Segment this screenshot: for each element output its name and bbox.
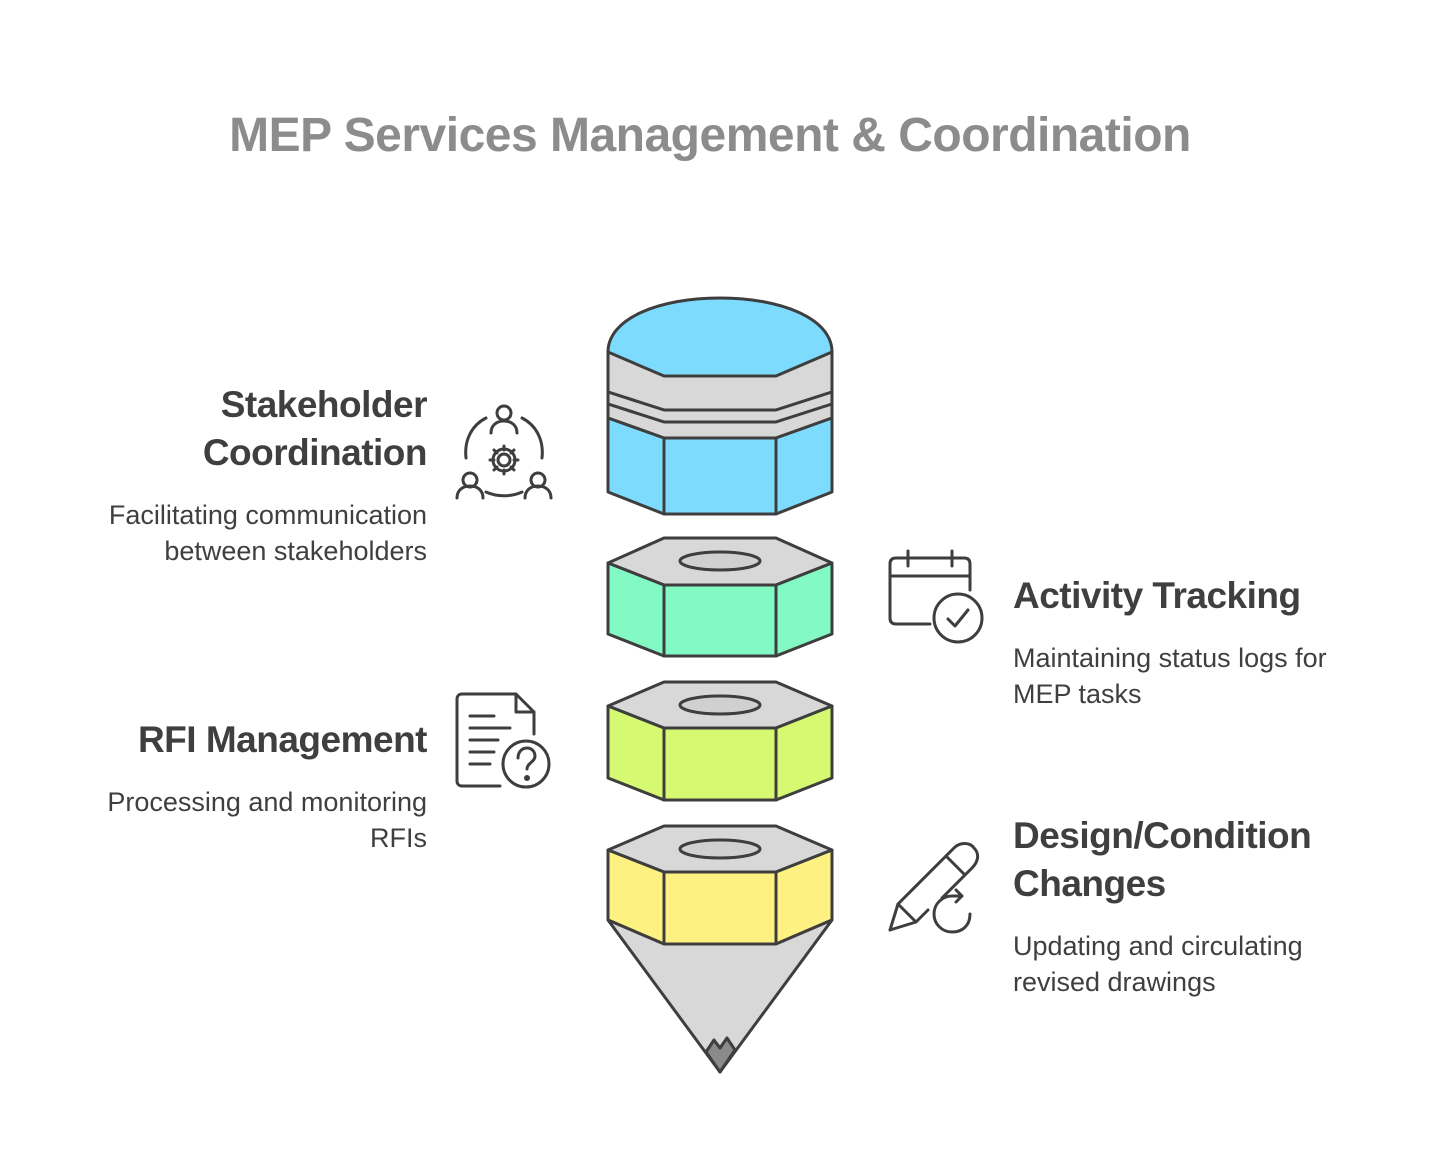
- desc-stakeholder-coordination: Facilitating communication between stake…: [109, 497, 427, 569]
- heading-design-condition-changes: Design/Condition Changes: [1013, 812, 1312, 908]
- label-activity-tracking: Activity Tracking Maintaining status log…: [1013, 572, 1327, 712]
- desc-line: Updating and circulating: [1013, 931, 1303, 961]
- label-stakeholder-coordination: Stakeholder Coordination Facilitating co…: [109, 381, 428, 569]
- desc-line: Processing and monitoring: [107, 787, 427, 817]
- tip-lead: [704, 1036, 737, 1074]
- desc-line: MEP tasks: [1013, 679, 1142, 709]
- page-title: MEP Services Management & Coordination: [229, 109, 1191, 162]
- calendar-check-icon: [888, 549, 984, 644]
- desc-rfi-management: Processing and monitoring RFIs: [107, 784, 427, 856]
- desc-line: between stakeholders: [164, 536, 427, 566]
- heading-line: Changes: [1013, 863, 1166, 904]
- segment-rfi: [606, 680, 834, 802]
- heading-line: RFI Management: [137, 719, 428, 760]
- heading-activity-tracking: Activity Tracking: [1013, 572, 1327, 620]
- heading-line: Activity Tracking: [1013, 575, 1301, 616]
- desc-line: Maintaining status logs for: [1013, 643, 1327, 673]
- heading-stakeholder-coordination: Stakeholder Coordination: [109, 381, 428, 477]
- label-rfi-management: RFI Management Processing and monitoring…: [107, 716, 427, 856]
- tip-cone: [606, 918, 834, 1074]
- label-design-condition-changes: Design/Condition Changes Updating and ci…: [1013, 812, 1312, 1000]
- segment-stakeholder: [606, 296, 834, 516]
- segment-design: [606, 824, 834, 946]
- stakeholder-network-icon: [455, 404, 553, 500]
- heading-line: Coordination: [202, 432, 428, 473]
- heading-line: Stakeholder: [220, 384, 428, 425]
- heading-rfi-management: RFI Management: [107, 716, 428, 764]
- heading-line: Design/Condition: [1013, 815, 1312, 856]
- segment-activity: [606, 536, 834, 658]
- desc-activity-tracking: Maintaining status logs for MEP tasks: [1013, 640, 1327, 712]
- desc-line: RFIs: [370, 823, 427, 853]
- desc-line: revised drawings: [1013, 967, 1216, 997]
- document-question-icon: [455, 692, 551, 789]
- desc-line: Facilitating communication: [108, 500, 427, 530]
- pencil-tip: [606, 918, 834, 1074]
- desc-design-condition-changes: Updating and circulating revised drawing…: [1013, 928, 1311, 1000]
- pencil-refresh-icon: [888, 842, 980, 934]
